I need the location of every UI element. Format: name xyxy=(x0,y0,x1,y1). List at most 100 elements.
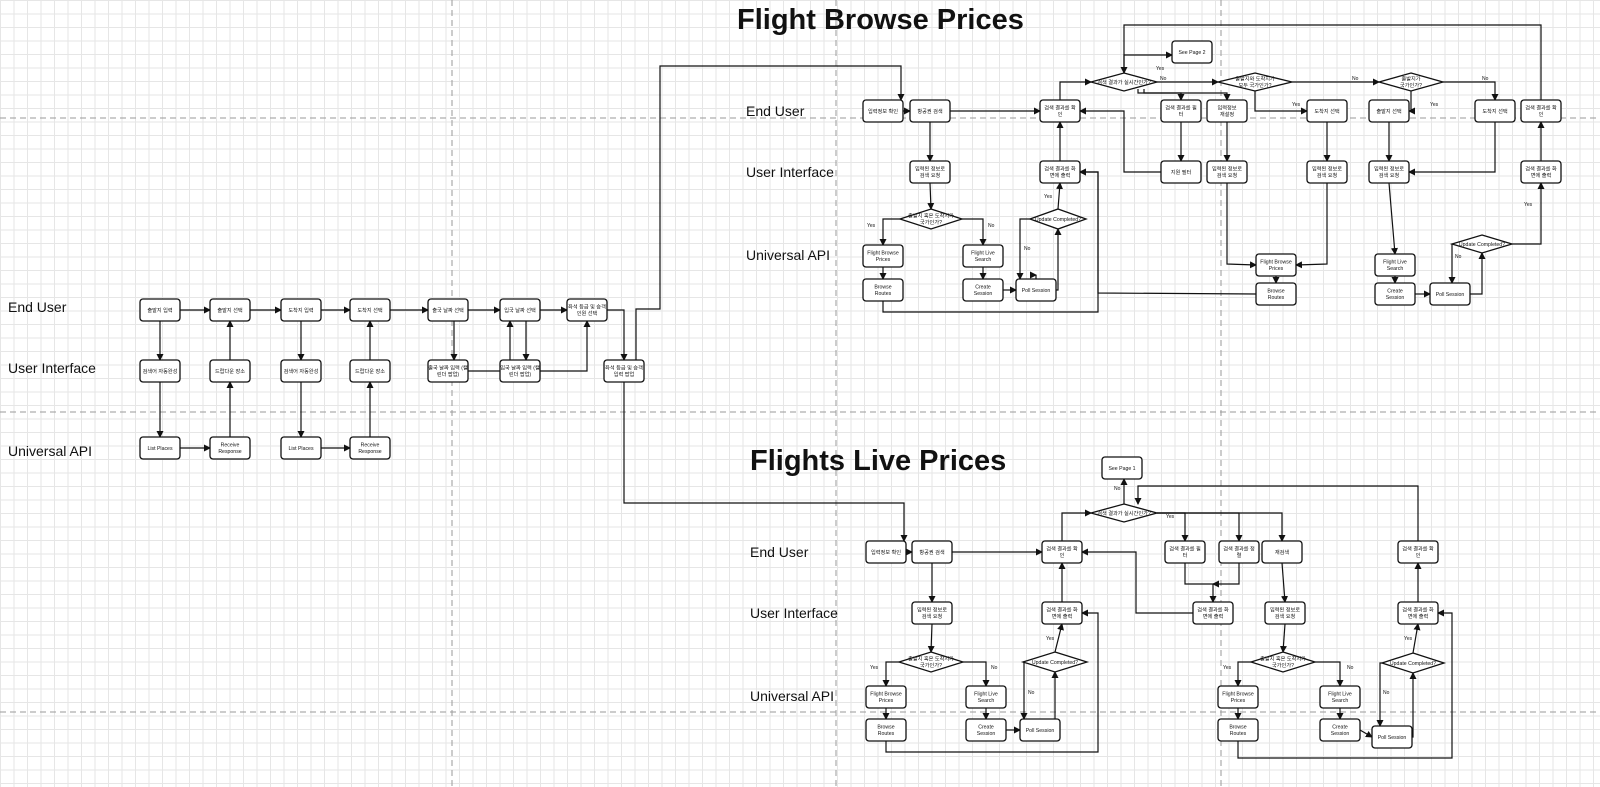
process-node-b14-label: 검색 요청 xyxy=(1317,171,1338,179)
process-box xyxy=(1261,540,1303,564)
process-node-l22-label: Poll Session xyxy=(1378,735,1407,741)
lane-label-user-interface: User Interface xyxy=(750,605,838,621)
process-node-b10-label: 검색 요청 xyxy=(920,171,941,179)
decision-diamond xyxy=(897,208,965,230)
flow-edge-99 xyxy=(1237,609,1453,759)
flow-edge-71 xyxy=(963,661,990,687)
process-node-b17-label: Flight Browse xyxy=(867,251,899,257)
decision-node-bd4-label: 국가인가? xyxy=(920,218,942,226)
flow-edge-84 xyxy=(1157,512,1286,542)
flow-edge-39 xyxy=(1059,78,1092,100)
process-node-l7: 검색 결과를 확인 xyxy=(1397,540,1439,564)
decision-node-ld1-label: 검색 결과가 실시간인가? xyxy=(1097,509,1151,517)
lane-label-universal-api: Universal API xyxy=(750,688,834,704)
edge-label-yes: Yes xyxy=(1044,194,1053,200)
flow-edge-53 xyxy=(1295,183,1328,269)
process-box xyxy=(1171,40,1213,64)
process-node-l12-label: 면에 출력 xyxy=(1408,612,1429,620)
process-node-b15-label: 검색 요청 xyxy=(1379,171,1400,179)
edge-label-no: No xyxy=(1455,254,1462,260)
edge-label-yes: Yes xyxy=(1156,66,1165,72)
process-node-l18-label: Flight Browse xyxy=(1222,692,1254,698)
process-box xyxy=(1206,160,1248,184)
process-node-m18-label: Response xyxy=(358,449,381,455)
edge-label-yes: Yes xyxy=(1046,636,1055,642)
edge-label-no: No xyxy=(1114,486,1121,492)
decision-node-bd6-label: Update Completed? xyxy=(1459,242,1505,248)
process-node-m14-label: 입력 팝업 xyxy=(614,370,635,378)
process-box xyxy=(1368,160,1410,184)
flow-edge-69 xyxy=(927,623,935,653)
flow-edge-55 xyxy=(1079,168,1257,295)
process-node-b21: Poll Session xyxy=(1015,278,1057,302)
process-box xyxy=(280,298,322,322)
flow-edge-80 xyxy=(1061,509,1092,541)
process-box xyxy=(1319,718,1361,742)
process-box xyxy=(1164,540,1206,564)
decision-node-bd2-label: 출발지와 도착지가 xyxy=(1235,75,1275,83)
process-node-b4-label: 터 xyxy=(1179,110,1184,118)
process-box xyxy=(1374,253,1416,277)
process-box xyxy=(1101,456,1143,480)
process-node-b25-label: Session xyxy=(1386,295,1405,301)
decision-node-bd5-label: Update Completed? xyxy=(1035,217,1081,223)
process-box xyxy=(965,685,1007,709)
process-node-m11-label: 드랍다운 장소 xyxy=(355,367,385,375)
process-node-b23-label: Routes xyxy=(1268,295,1285,301)
process-node-l2: 항공권 검색 xyxy=(911,540,953,564)
flow-edge-28 xyxy=(879,218,900,246)
process-box xyxy=(1160,99,1202,123)
process-box xyxy=(962,244,1004,268)
flow-edge-20 xyxy=(540,320,591,372)
decision-node-bd1-label: 검색 결과가 실시간인가? xyxy=(1097,78,1151,86)
process-node-b6-label: 도착지 선택 xyxy=(1314,107,1340,115)
process-box xyxy=(1217,685,1259,709)
decision-node-ld2-label: 출발지 혹은 도착지가 xyxy=(908,655,954,663)
process-node-b23-label: Browse xyxy=(1267,289,1284,295)
process-node-m6-label: 입국 날짜 선택 xyxy=(504,306,536,314)
process-node-b20-label: Session xyxy=(974,291,993,297)
process-node-b9: 검색 결과를 확인 xyxy=(1520,99,1562,123)
process-node-b26: Poll Session xyxy=(1429,282,1471,306)
process-node-m7-label: 인원 선택 xyxy=(577,309,598,317)
process-node-l9: 검색 결과를 화면에 출력 xyxy=(1041,601,1083,625)
process-node-b13-label: 입력된 정보로 xyxy=(1212,165,1242,173)
process-node-l5-label: 렬 xyxy=(1237,551,1242,559)
process-node-b2-label: 항공권 검색 xyxy=(917,107,943,115)
process-node-l3-label: 인 xyxy=(1060,552,1065,559)
process-node-m12-label: 출국 날짜 입력 (캘 xyxy=(428,364,468,372)
process-node-m16-label: Receive xyxy=(221,443,240,449)
edge-label-no: No xyxy=(1028,690,1035,696)
process-box xyxy=(139,436,181,460)
decision-node-bd4-label: 출발지 혹은 도착지가 xyxy=(908,212,954,220)
process-box xyxy=(865,718,907,742)
process-node-m6: 입국 날짜 선택 xyxy=(499,298,541,322)
process-node-b1: 입력정보 확인 xyxy=(862,99,904,123)
process-box xyxy=(909,160,951,184)
process-box xyxy=(1206,99,1248,123)
process-box xyxy=(1019,718,1061,742)
process-node-b11-label: 면에 출력 xyxy=(1050,171,1071,179)
process-box xyxy=(1374,282,1416,306)
process-node-l20-label: Routes xyxy=(1230,731,1247,737)
process-node-m11: 드랍다운 장소 xyxy=(349,359,391,383)
decision-node-ld1: 검색 결과가 실시간인가? xyxy=(1088,503,1160,523)
decision-diamond xyxy=(1028,208,1088,230)
process-node-l13-label: Prices xyxy=(879,698,894,704)
process-box xyxy=(1397,540,1439,564)
decision-node-ld3: Update Completed? xyxy=(1020,651,1090,673)
process-node-b16: 검색 결과를 화면에 출력 xyxy=(1520,160,1562,184)
process-node-m15-label: List Places xyxy=(147,446,172,452)
process-node-l5-label: 검색 결과를 정 xyxy=(1223,545,1255,553)
process-node-b22-label: Flight Browse xyxy=(1260,260,1292,266)
process-node-m17-label: List Places xyxy=(288,446,313,452)
